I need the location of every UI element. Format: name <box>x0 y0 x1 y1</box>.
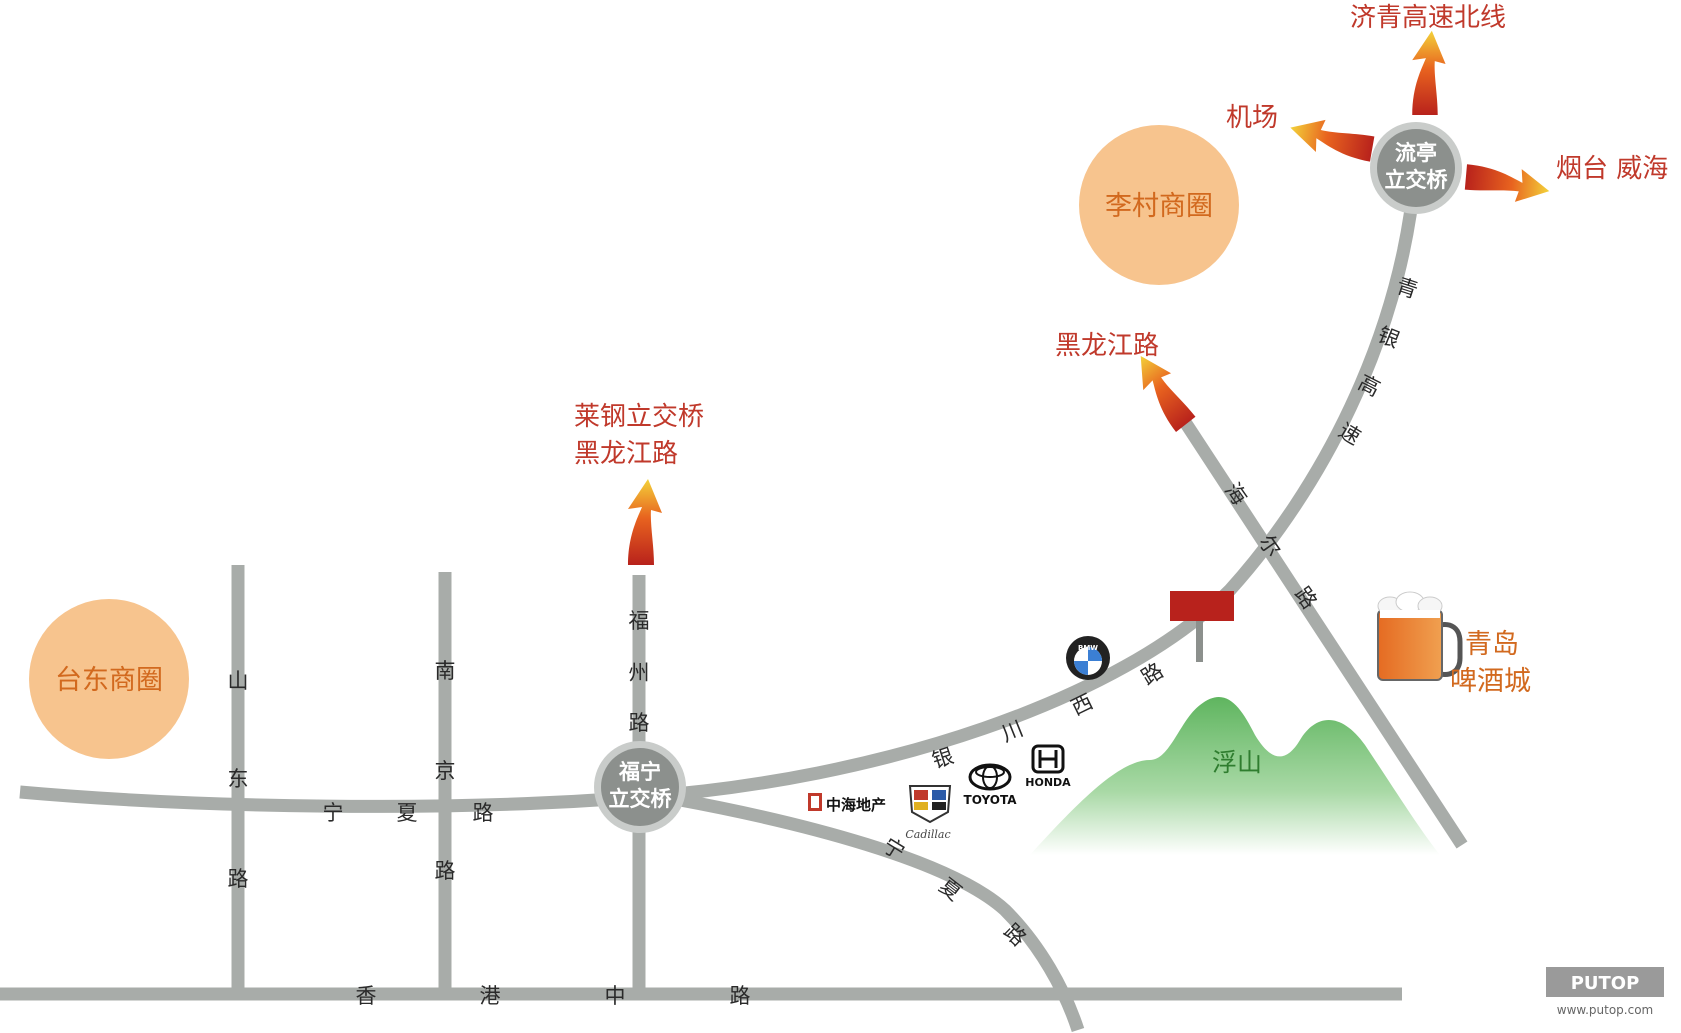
road-char: 路 <box>228 867 249 891</box>
liuting-bridge-label-2: 立交桥 <box>1385 168 1449 192</box>
fushan-label: 浮山 <box>1212 748 1262 777</box>
toyota-logo: TOYOTA <box>964 763 1018 807</box>
taidong-area-circle <box>29 599 189 759</box>
svg-text:中海地产: 中海地产 <box>826 796 886 814</box>
taidong-area-label: 台东商圈 <box>55 665 163 696</box>
liuting-bridge-core <box>1377 129 1455 207</box>
road-char: 中 <box>605 984 626 1008</box>
road-char: 南 <box>435 659 456 683</box>
svg-text:PUTOP: PUTOP <box>1571 973 1640 994</box>
road-char: 银 <box>929 744 956 773</box>
road-char: 夏 <box>397 801 418 825</box>
road-char: 州 <box>629 661 650 685</box>
ningxia-road-west <box>19 785 641 813</box>
arrow-jiqing-north <box>1412 30 1446 115</box>
svg-text:Cadillac: Cadillac <box>905 828 950 841</box>
svg-text:BMW: BMW <box>1078 644 1098 652</box>
funing-bridge-label-1: 福宁 <box>618 760 661 784</box>
road-labels: 宁 夏 路 山 东 路 南 京 路 福 州 路 香 港 中 路 银 川 西 路 … <box>228 274 1421 1008</box>
arrow-north-laigang <box>628 479 662 565</box>
arrow-yantai <box>1464 164 1551 205</box>
beer-city-label-1: 青岛 <box>1465 629 1519 660</box>
road-char: 东 <box>228 767 249 791</box>
cadillac-logo: Cadillac <box>905 785 952 841</box>
funing-bridge: 福宁 立交桥 <box>594 741 686 833</box>
svg-text:TOYOTA: TOYOTA <box>964 793 1018 807</box>
location-marker <box>1170 591 1234 662</box>
road-char: 宁 <box>323 801 344 825</box>
road-char: 京 <box>435 759 456 783</box>
brand-logos: BMW HONDA TOYOTA Cadillac 中海地产 <box>808 636 1110 841</box>
airport-label: 机场 <box>1226 103 1278 133</box>
road-char: 香 <box>356 984 377 1008</box>
putop-watermark: PUTOP www.putop.com <box>1546 967 1664 1017</box>
ningxia-road-southeast <box>673 792 1085 1033</box>
fushan-mountain: 浮山 <box>1030 696 1440 855</box>
licun-area-label: 李村商圈 <box>1105 191 1213 222</box>
funing-bridge-label-2: 立交桥 <box>609 787 673 811</box>
jiqing-north-label: 济青高速北线 <box>1350 3 1506 33</box>
road-char: 路 <box>473 801 494 825</box>
marker-flag <box>1170 591 1234 621</box>
yinchuan-west-road <box>639 174 1422 804</box>
liuting-bridge-label-1: 流亭 <box>1395 141 1437 165</box>
yantai-weihai-label: 烟台 威海 <box>1556 154 1668 184</box>
beer-city-label-2: 啤酒城 <box>1450 666 1531 697</box>
svg-text:www.putop.com: www.putop.com <box>1557 1003 1654 1017</box>
haier-road <box>1179 418 1468 849</box>
road-char: 路 <box>435 859 456 883</box>
honda-logo: HONDA <box>1025 744 1071 789</box>
arrow-airport <box>1286 114 1376 162</box>
marker-pole <box>1196 620 1203 662</box>
road-char: 福 <box>629 609 650 633</box>
road-char: 山 <box>228 669 249 693</box>
mountain-shape <box>1030 696 1440 855</box>
heilongjiang-road-label: 黑龙江路 <box>1055 331 1159 361</box>
destination-labels: 济青高速北线 机场 烟台 威海 黑龙江路 莱钢立交桥 黑龙江路 <box>574 3 1668 469</box>
laigang-heilongjiang-label: 黑龙江路 <box>574 439 678 469</box>
bmw-logo: BMW <box>1066 636 1110 680</box>
liuting-bridge: 流亭 立交桥 <box>1370 122 1462 214</box>
laigang-bridge-label: 莱钢立交桥 <box>574 402 704 432</box>
road-char: 路 <box>730 984 751 1008</box>
licun-area-circle <box>1079 125 1239 285</box>
road-char: 路 <box>629 711 650 735</box>
road-char: 港 <box>480 984 501 1008</box>
svg-text:HONDA: HONDA <box>1025 776 1071 789</box>
beer-city-poi: 青岛 啤酒城 <box>1377 591 1531 697</box>
beer-mug-icon <box>1377 591 1463 681</box>
road-network <box>0 174 1468 1033</box>
business-areas: 台东商圈 李村商圈 <box>29 125 1239 759</box>
funing-bridge-core <box>601 748 679 826</box>
zhonghai-logo: 中海地产 <box>808 793 886 814</box>
